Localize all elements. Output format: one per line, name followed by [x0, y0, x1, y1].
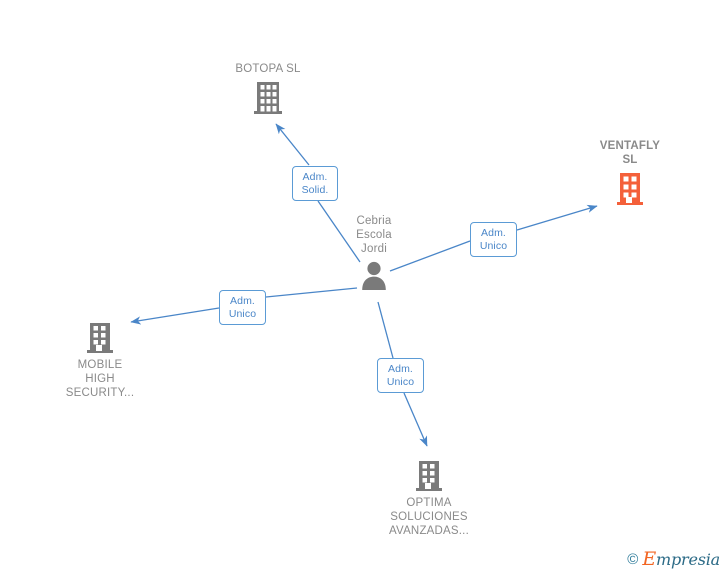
graph-node-optima-soluciones[interactable]: OPTIMA SOLUCIONES AVANZADAS... — [369, 459, 489, 538]
graph-node-mobile-high-security[interactable]: MOBILE HIGH SECURITY... — [40, 321, 160, 400]
graph-node-botopa[interactable]: BOTOPA SL — [208, 62, 328, 116]
edge-person-to-ventafly — [389, 204, 598, 272]
edge-tag-adm-solid-botopa[interactable]: Adm. Solid. — [292, 166, 338, 201]
node-label-person: Cebria Escola Jordi — [356, 215, 392, 255]
node-label-optima-soluciones: OPTIMA SOLUCIONES AVANZADAS... — [389, 497, 469, 537]
graph-node-person[interactable]: Cebria Escola Jordi — [314, 214, 434, 290]
building-icon — [617, 173, 643, 205]
edge-tag-adm-unico-ventafly[interactable]: Adm. Unico — [470, 222, 517, 257]
building-icon — [416, 461, 442, 491]
edge-person-to-mobile — [130, 287, 358, 325]
copyright-icon: © — [627, 551, 639, 568]
node-label-mobile-high-security: MOBILE HIGH SECURITY... — [65, 359, 135, 399]
node-label-botopa: BOTOPA SL — [235, 63, 301, 75]
empresia-logo-initial: E — [642, 548, 656, 570]
building-icon — [254, 82, 282, 114]
building-icon — [87, 323, 113, 353]
graph-node-ventafly[interactable]: VENTAFLY SL — [570, 139, 690, 207]
empresia-logo-rest: mpresia — [656, 550, 720, 569]
edge-tag-adm-unico-mobile[interactable]: Adm. Unico — [219, 290, 266, 325]
edge-tag-adm-unico-optima[interactable]: Adm. Unico — [377, 358, 424, 393]
empresia-watermark: © Empresia — [627, 550, 720, 569]
edge-person-to-optima — [377, 301, 428, 447]
edge-person-to-botopa — [275, 123, 361, 263]
person-icon — [362, 261, 386, 290]
node-label-ventafly: VENTAFLY SL — [599, 140, 661, 166]
empresia-logo: Empresia — [642, 550, 720, 569]
